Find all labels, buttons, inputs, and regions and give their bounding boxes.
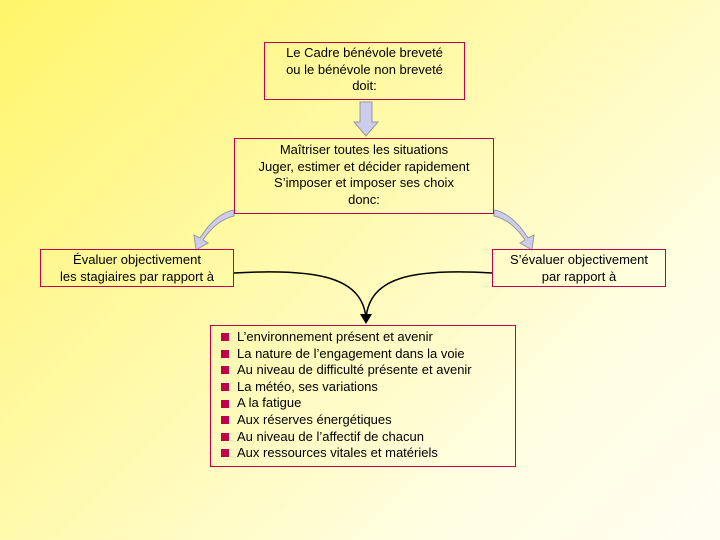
list-item: La nature de l’engagement dans la voie — [221, 346, 515, 363]
convergence-arrowhead — [360, 314, 372, 324]
bullet-square-icon — [221, 416, 229, 425]
bullet-square-icon — [221, 366, 229, 375]
left-curved-arrow — [193, 209, 235, 251]
list-item-text: Aux réserves énergétiques — [237, 412, 392, 428]
down-block-arrow — [352, 101, 380, 137]
list-item: A la fatigue — [221, 395, 515, 412]
list-item: Au niveau de difficulté présente et aven… — [221, 362, 515, 379]
list-item-text: Au niveau de difficulté présente et aven… — [237, 362, 472, 378]
list-item: Aux ressources vitales et matériels — [221, 445, 515, 462]
bullet-square-icon — [221, 399, 229, 408]
bullet-square-icon — [221, 449, 229, 458]
right-convergence-line — [365, 271, 493, 319]
list-item-text: La météo, ses variations — [237, 378, 378, 394]
list-item: Au niveau de l’affectif de chacun — [221, 429, 515, 446]
list-item-text: La nature de l’engagement dans la voie — [237, 345, 465, 361]
list-item: Aux réserves énergétiques — [221, 412, 515, 429]
bullet-square-icon — [221, 349, 229, 358]
list-item: L’environnement présent et avenir — [221, 329, 515, 346]
list-item-text: Aux ressources vitales et matériels — [237, 445, 438, 461]
list-item-text: A la fatigue — [237, 395, 302, 411]
right-curved-arrow — [493, 209, 535, 251]
list-item-text: L’environnement présent et avenir — [237, 329, 433, 345]
bullet-square-icon — [221, 432, 229, 441]
list-item-text: Au niveau de l’affectif de chacun — [237, 428, 424, 444]
list-box: L’environnement présent et avenir La nat… — [210, 325, 516, 467]
top-box: Le Cadre bénévole breveté ou le bénévole… — [264, 42, 465, 100]
right-box: S’évaluer objectivement par rapport à — [492, 249, 666, 287]
bullet-square-icon — [221, 383, 229, 392]
left-convergence-line — [233, 271, 367, 319]
list-item: La météo, ses variations — [221, 379, 515, 396]
middle-box: Maîtriser toutes les situations Juger, e… — [234, 138, 494, 214]
left-box: Évaluer objectivement les stagiaires par… — [40, 249, 234, 287]
bullet-square-icon — [221, 333, 229, 342]
